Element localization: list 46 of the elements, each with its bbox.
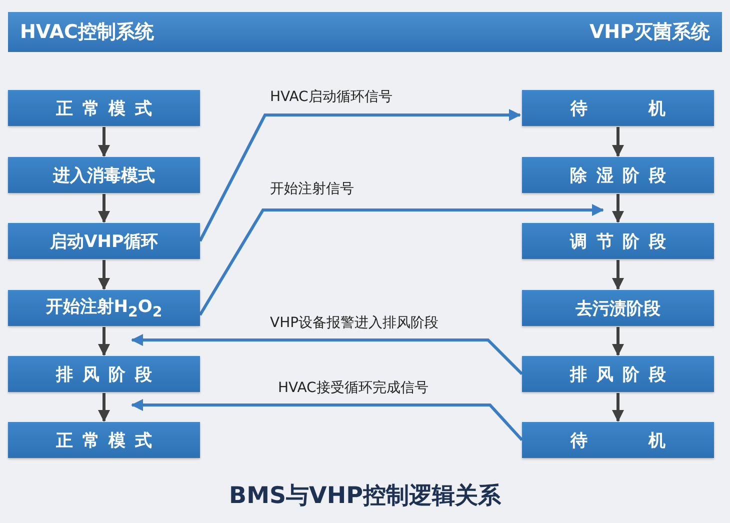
process-box (8, 90, 200, 126)
step-label: 除湿阶段 (568, 164, 676, 186)
edge-label: HVAC启动循环信号 (268, 88, 394, 106)
step-label: 待机 (569, 98, 727, 120)
step-label: 启动VHP循环 (50, 230, 158, 252)
arrow (98, 393, 110, 422)
process-box (522, 90, 714, 126)
process-box (522, 422, 714, 458)
process-box (8, 356, 200, 392)
arrow (612, 127, 624, 157)
arrow (612, 327, 624, 356)
process-box (8, 290, 200, 326)
process-box (8, 157, 200, 193)
arrow (612, 393, 624, 422)
process-box (522, 290, 714, 326)
edge-label: HVAC接受循环完成信号 (276, 379, 430, 397)
arrow (198, 109, 521, 242)
arrow (612, 260, 624, 290)
edge-label: VHP设备报警进入排风阶段 (268, 314, 441, 332)
process-box (8, 422, 200, 458)
process-box (8, 223, 200, 259)
arrow (98, 260, 110, 290)
edge-label: 开始注射信号 (268, 180, 356, 198)
step-label: 正常模式 (54, 98, 162, 120)
arrow (131, 399, 524, 442)
arrow (98, 327, 110, 356)
header-band (8, 12, 722, 52)
arrow (198, 204, 604, 316)
arrow (612, 194, 624, 223)
arrow (98, 127, 110, 157)
arrow (98, 194, 110, 223)
step-label: 进入消毒模式 (53, 164, 155, 186)
process-box (522, 157, 714, 193)
column-heading: VHP灭菌系统 (589, 20, 710, 45)
step-label: 去污渍阶段 (576, 298, 660, 320)
step-label: 待机 (569, 430, 727, 452)
arrow (131, 334, 524, 376)
diagram-title: BMS与VHP控制逻辑关系 (229, 483, 501, 509)
step-label: 正常模式 (54, 430, 162, 452)
process-box (522, 356, 714, 392)
step-label: 排风阶段 (54, 364, 162, 386)
column-heading: HVAC控制系统 (20, 20, 154, 45)
step-label: 调节阶段 (568, 230, 676, 252)
process-box (522, 223, 714, 259)
step-label: 排风阶段 (568, 364, 676, 386)
step-label: 开始注射H$_{2}$O$_{2}$ (46, 296, 162, 321)
